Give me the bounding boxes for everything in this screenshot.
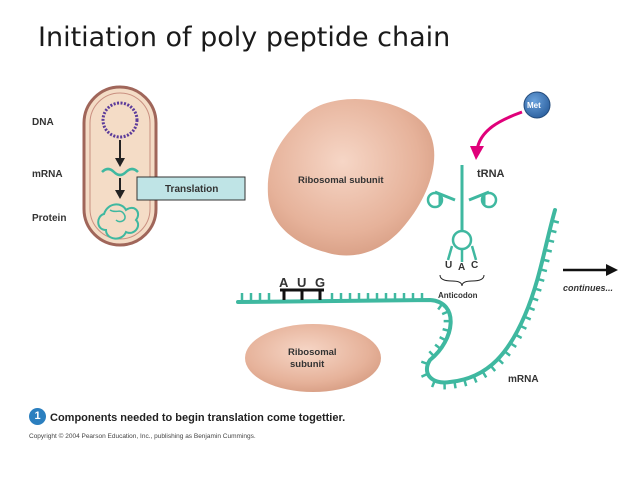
codon-base-g: G bbox=[315, 275, 325, 290]
trna-molecule bbox=[426, 165, 498, 262]
mrna-base-tick bbox=[428, 350, 436, 358]
mrna-base-tick bbox=[497, 358, 504, 365]
mrna-squiggle-icon bbox=[101, 167, 139, 177]
mrna-base-tick bbox=[519, 324, 527, 330]
mrna-base-tick bbox=[442, 327, 450, 333]
mrna-base-tick bbox=[439, 336, 447, 342]
mrna-base-tick bbox=[437, 303, 444, 311]
mrna-base-tick bbox=[539, 268, 548, 273]
mrna-base-tick bbox=[463, 379, 468, 387]
slide-title: Initiation of poly peptide chain bbox=[38, 22, 451, 53]
mrna-base-tick bbox=[546, 238, 555, 244]
mrna-base-tick bbox=[430, 380, 436, 388]
dna-label: DNA bbox=[32, 117, 54, 128]
mrna-base-tick bbox=[420, 372, 429, 378]
anticodon-label: Anticodon bbox=[438, 291, 478, 300]
magenta-arrow bbox=[475, 110, 523, 151]
small-subunit-label-line2: subunit bbox=[290, 359, 325, 370]
anticodon-base-c: C bbox=[471, 260, 478, 271]
mrna-base-tick bbox=[481, 370, 488, 379]
mrna-base-tick bbox=[531, 296, 539, 302]
protein-label: Protein bbox=[32, 213, 66, 224]
anticodon-base-u: U bbox=[445, 260, 452, 271]
mrna-base-tick bbox=[489, 364, 497, 372]
mrna-base-tick bbox=[544, 248, 553, 253]
cell-inset: DNA mRNA Protein Translation bbox=[32, 85, 246, 247]
codon-base-u: U bbox=[297, 275, 306, 290]
arrow-down-icon bbox=[470, 146, 484, 160]
mrna-base-tick bbox=[549, 229, 557, 234]
mrna-base-tick bbox=[523, 315, 532, 321]
mrna-base-tick bbox=[534, 287, 542, 292]
mrna-base-tick bbox=[551, 219, 560, 224]
translation-box bbox=[136, 176, 246, 201]
mrna-base-tick bbox=[503, 350, 511, 357]
dna-plasmid-icon bbox=[101, 101, 139, 139]
large-ribosomal-subunit bbox=[267, 99, 435, 256]
mrna-base-tick bbox=[472, 375, 478, 383]
step-number-badge: 1 bbox=[29, 408, 46, 425]
small-ribosomal-subunit bbox=[245, 324, 381, 392]
anticodon-brace bbox=[439, 274, 485, 287]
protein-icon bbox=[97, 203, 140, 240]
mrna-base-tick bbox=[527, 306, 536, 312]
small-subunit-label-line1: Ribosomal bbox=[288, 347, 337, 358]
arrow-right-icon bbox=[606, 264, 618, 276]
met-amino-acid-icon bbox=[523, 91, 551, 119]
trna-label: tRNA bbox=[477, 168, 505, 180]
large-subunit-label: Ribosomal subunit bbox=[298, 175, 384, 186]
anticodon-base-a: A bbox=[458, 262, 465, 273]
figure-caption: Components needed to begin translation c… bbox=[50, 412, 346, 424]
mrna-base-tick bbox=[434, 343, 442, 350]
arrow-down-icon bbox=[115, 190, 125, 199]
mrna-base-tick bbox=[420, 360, 429, 366]
mrna-base-tick bbox=[537, 277, 545, 283]
mrna-base-tick bbox=[514, 333, 523, 340]
continues-label: continues... bbox=[563, 283, 613, 293]
translation-label: Translation bbox=[165, 184, 218, 195]
mrna-label: mRNA bbox=[508, 374, 539, 385]
mrna-inset-label: mRNA bbox=[32, 169, 63, 180]
mrna-base-tick bbox=[453, 381, 457, 389]
mrna-base-tick bbox=[441, 310, 450, 316]
mrna-base-tick bbox=[509, 342, 517, 349]
mrna-strand: A U G bbox=[236, 208, 560, 390]
codon-base-a: A bbox=[279, 275, 289, 290]
arrow-down-icon bbox=[115, 158, 125, 167]
copyright-text: Copyright © 2004 Pearson Education, Inc.… bbox=[29, 433, 256, 440]
aug-codon-bars bbox=[280, 288, 324, 300]
mrna-bases bbox=[240, 219, 560, 390]
met-label: Met bbox=[527, 101, 541, 110]
mrna-base-tick bbox=[542, 258, 550, 263]
